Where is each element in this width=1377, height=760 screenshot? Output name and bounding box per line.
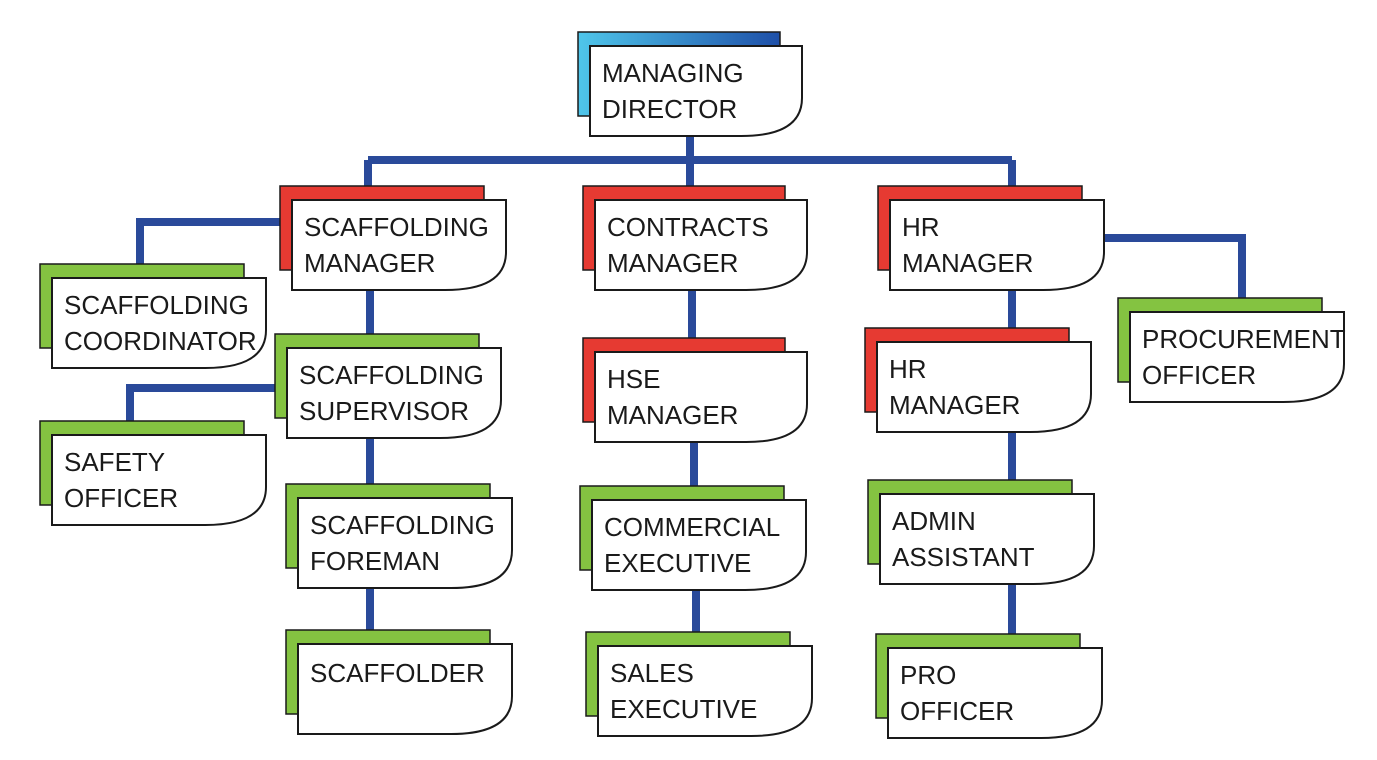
node-card [286,347,502,439]
org-node-scaffolding-foreman: SCAFFOLDING FOREMAN [285,483,513,589]
node-label-line: SCAFFOLDING [310,510,495,540]
org-node-scaffolding-coordinator: SCAFFOLDING COORDINATOR [39,263,267,369]
connector-line [136,218,292,264]
org-node-scaffolding-manager: SCAFFOLDING MANAGER [279,185,507,291]
org-node-hse-manager: HSE MANAGER [582,337,808,443]
node-label-line: OFFICER [900,696,1014,726]
node-label-line: ADMIN [892,506,976,536]
node-label-line: SCAFFOLDER [310,658,485,688]
node-label-line: MANAGER [902,248,1033,278]
node-card [594,351,808,443]
node-card [297,497,513,589]
org-node-admin-assistant: ADMIN ASSISTANT [867,479,1095,585]
org-node-pro-officer: PRO OFFICER [875,633,1103,739]
org-node-managing-director: MANAGING DIRECTOR [577,31,803,137]
node-card [51,434,267,526]
node-label-line: MANAGER [889,390,1020,420]
node-label-line: COORDINATOR [64,326,257,356]
org-node-commercial-executive: COMMERCIAL EXECUTIVE [579,485,807,591]
node-label-line: HR [902,212,940,242]
org-node-safety-officer: SAFETY OFFICER [39,420,267,526]
node-card [297,643,513,735]
node-label-line: SALES [610,658,694,688]
node-label-line: EXECUTIVE [604,548,751,578]
node-label-line: SAFETY [64,447,165,477]
node-label-line: SCAFFOLDING [64,290,249,320]
org-node-scaffolder: SCAFFOLDER [285,629,513,735]
node-label-line: OFFICER [64,483,178,513]
node-label-line: MANAGING [602,58,744,88]
node-label-line: MANAGER [607,400,738,430]
node-card [591,499,807,591]
node-label-line: OFFICER [1142,360,1256,390]
node-label-line: MANAGER [304,248,435,278]
node-label-line: PROCUREMENT [1142,324,1346,354]
org-node-procurement-officer: PROCUREMENT OFFICER [1117,297,1346,403]
node-card [1129,311,1345,403]
node-label-line: SUPERVISOR [299,396,469,426]
node-label-line: EXECUTIVE [610,694,757,724]
connector-lines [126,136,1246,634]
org-nodes: MANAGINGDIRECTORSCAFFOLDINGMANAGERCONTRA… [39,31,1346,739]
node-label-line: HSE [607,364,660,394]
node-label-line: HR [889,354,927,384]
node-card [887,647,1103,739]
node-card [879,493,1095,585]
connector-line [1104,234,1246,298]
node-card [876,341,1092,433]
node-label-line: COMMERCIAL [604,512,780,542]
node-label-line: DIRECTOR [602,94,737,124]
node-card [594,199,808,291]
node-label-line: CONTRACTS [607,212,769,242]
org-node-sales-executive: SALES EXECUTIVE [585,631,813,737]
org-node-contracts-manager: CONTRACTS MANAGER [582,185,808,291]
node-label-line: PRO [900,660,956,690]
org-node-hr-manager-2: HR MANAGER [864,327,1092,433]
node-card [51,277,267,369]
org-node-hr-manager: HR MANAGER [877,185,1105,291]
node-label-line: FOREMAN [310,546,440,576]
node-label-line: MANAGER [607,248,738,278]
node-card [589,45,803,137]
connector-line [126,384,287,421]
node-label-line: ASSISTANT [892,542,1035,572]
node-card [889,199,1105,291]
node-label-line: SCAFFOLDING [299,360,484,390]
node-card [597,645,813,737]
node-card [291,199,507,291]
node-label-line: SCAFFOLDING [304,212,489,242]
org-node-scaffolding-supervisor: SCAFFOLDING SUPERVISOR [274,333,502,439]
